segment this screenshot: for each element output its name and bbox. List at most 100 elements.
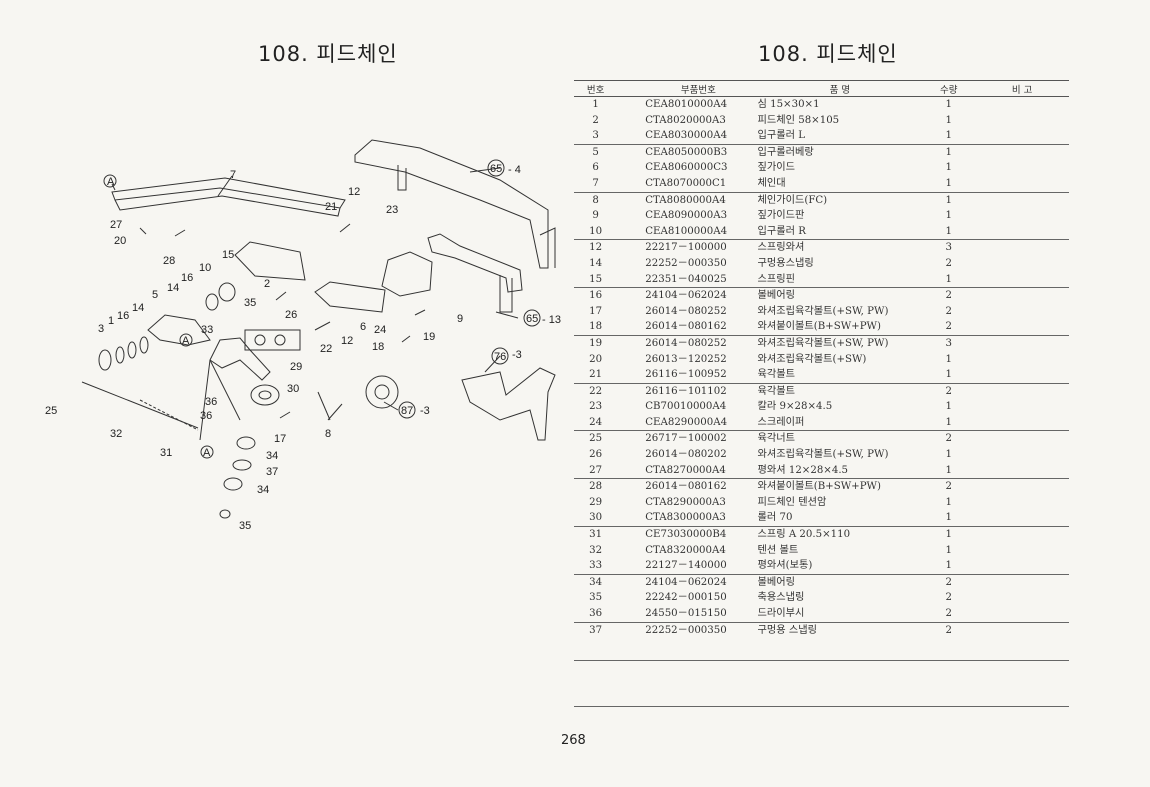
cell-no: 12 [574, 239, 618, 256]
cell-no: 1 [592, 99, 599, 110]
cell-qty: 1 [945, 401, 952, 413]
cell-remark [975, 367, 1069, 383]
cell-no: 27 [589, 464, 603, 476]
cell-remark [975, 526, 1069, 543]
cell-part-number: CTA8320000A4 [645, 544, 726, 556]
cell-part-number: CEA8030000A4 [645, 130, 728, 142]
cell-no: 32 [589, 544, 603, 556]
label-2: 2 [264, 278, 270, 290]
label-34b: 34 [257, 484, 269, 496]
cell-part-number: 26717－100002 [617, 430, 752, 448]
cell-qty: 1 [945, 130, 952, 142]
bottom-rule-2 [574, 706, 1069, 707]
cell-part-number: 24104－062024 [617, 287, 752, 304]
cell-remark [975, 573, 1069, 591]
cell-part-number: CEA8100000A4 [645, 225, 728, 237]
cell-part-name: 드라이부시 [757, 608, 805, 619]
label-36a: 36 [205, 396, 217, 408]
cell-qty: 1 [945, 225, 952, 237]
label-5: 5 [152, 289, 158, 301]
cell-part-name: 와셔조립육각볼트(+SW, PW) [751, 334, 923, 352]
cell-remark [975, 399, 1069, 415]
cell-no: 36 [589, 608, 603, 619]
cell-remark [975, 606, 1069, 622]
label-33: 33 [201, 324, 213, 336]
label-31: 31 [160, 447, 172, 459]
mark-A3: A [203, 447, 211, 459]
cell-qty: 2 [945, 592, 952, 604]
cell-part-name: 와셔붙이볼트(B+SW+PW) [757, 321, 882, 333]
label-25: 25 [45, 405, 57, 417]
cell-part-number: CB70010000A4 [645, 401, 727, 413]
label-35a: 35 [244, 297, 256, 309]
cell-no: 21 [589, 369, 603, 381]
ref-76: 76 [494, 351, 506, 363]
label-27: 27 [110, 219, 122, 231]
cell-qty: 3 [922, 334, 976, 352]
cell-remark [975, 113, 1069, 129]
cell-part-number: 22127－140000 [645, 560, 727, 572]
cell-qty: 2 [922, 573, 976, 591]
cell-part-number: CTA8080000A4 [617, 191, 752, 209]
label-14a: 14 [167, 282, 179, 294]
cell-qty: 3 [922, 239, 976, 256]
cell-qty: 1 [945, 99, 952, 110]
cell-part-name: 스프링핀 [757, 273, 795, 285]
cell-part-name: 체인대 [757, 177, 786, 189]
cell-part-name: 와셔조립육각볼트(+SW, PW) [757, 449, 889, 461]
cell-qty: 1 [945, 416, 952, 428]
cell-remark [975, 160, 1069, 176]
cell-qty: 1 [945, 210, 952, 222]
header-qty: 수량 [922, 80, 976, 97]
cell-part-name: 짚가이드 [757, 162, 795, 174]
cell-no: 18 [589, 321, 603, 333]
cell-part-name: 스크레이퍼 [757, 416, 805, 428]
bottom-rule-1 [574, 660, 1069, 661]
cell-qty: 1 [922, 526, 976, 543]
cell-qty: 2 [945, 305, 952, 317]
cell-part-number: 26014－080252 [645, 305, 727, 317]
cell-part-name: 육각너트 [751, 430, 923, 448]
cell-no: 35 [589, 592, 603, 604]
label-8: 8 [325, 428, 331, 440]
cell-part-number: 26014－080252 [617, 334, 752, 352]
label-12a: 12 [348, 186, 360, 198]
label-17: 17 [274, 433, 286, 445]
cell-qty: 2 [922, 287, 976, 304]
cell-no: 37 [574, 621, 618, 639]
cell-no: 17 [589, 305, 603, 317]
cell-no: 24 [589, 416, 603, 428]
cell-part-number: 22351－040025 [645, 273, 727, 285]
cell-remark [975, 415, 1069, 431]
cell-part-name: 피드체인 텐션암 [757, 496, 827, 508]
cell-remark [975, 590, 1069, 606]
cell-no: 33 [589, 560, 603, 572]
cell-part-number: 26116－101102 [617, 382, 752, 400]
cell-part-number: 24104－062024 [617, 573, 752, 591]
table-header-row: 번호 부품번호 품 명 수량 비 고 [574, 80, 1069, 97]
cell-part-number: CTA8070000C1 [645, 177, 727, 189]
cell-no: 10 [589, 225, 603, 237]
cell-remark [975, 128, 1069, 144]
page-number: 268 [561, 733, 586, 748]
cell-part-name: 피드체인 58×105 [757, 114, 840, 126]
cell-no: 2 [592, 114, 599, 126]
cell-qty: 1 [945, 369, 952, 381]
cell-remark [975, 352, 1069, 368]
cell-qty: 1 [945, 464, 952, 476]
ref-87: 87 [401, 405, 413, 417]
mark-A2: A [182, 335, 190, 347]
label-23: 23 [386, 204, 398, 216]
cell-qty: 2 [922, 430, 976, 448]
cell-qty: 2 [922, 382, 976, 400]
label-21: 21 [325, 201, 337, 213]
